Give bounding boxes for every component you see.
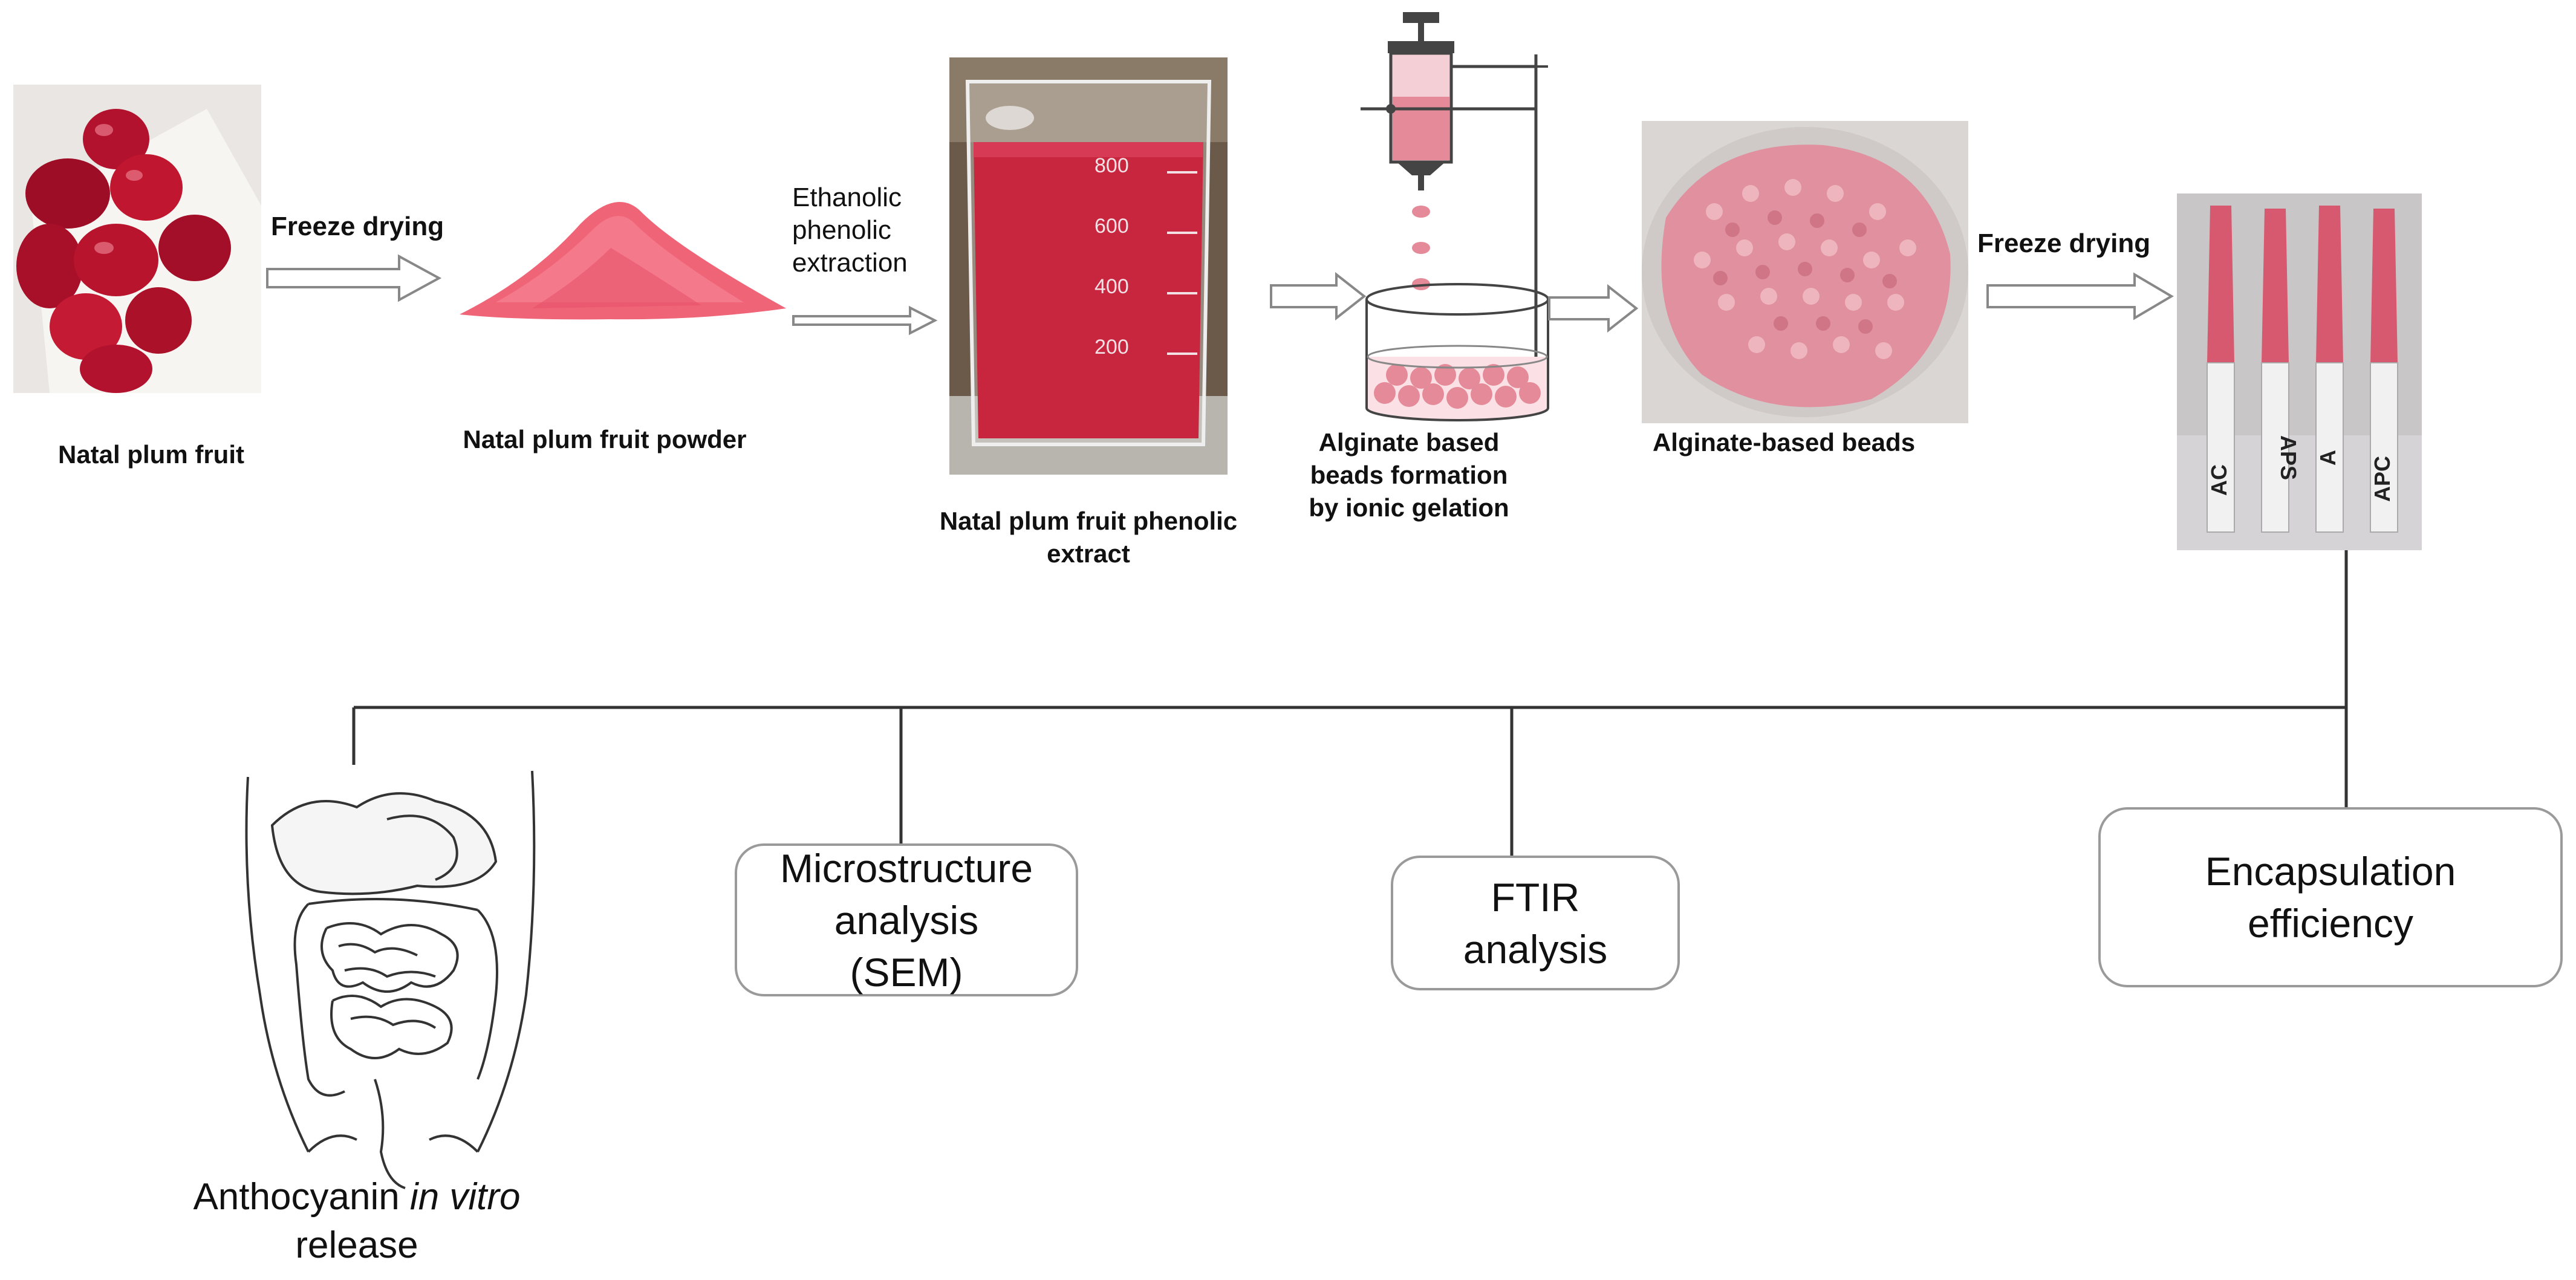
ethanolic-extraction-label: Ethanolic phenolic extraction: [792, 183, 908, 278]
arrow-gelation-to-beads: [1548, 284, 1639, 333]
arrow-beads-to-tubes: [1986, 272, 2174, 320]
anthocyanin-release-label: Anthocyanin in vitro release: [169, 1173, 544, 1270]
encapsulation-efficiency-box: Encapsulation efficiency: [2098, 807, 2563, 987]
tube-label-aps: APS: [2276, 435, 2301, 480]
ftir-analysis-label: FTIR analysis: [1463, 874, 1608, 972]
fruit-powder-image: [460, 202, 786, 320]
beaker-tick-400: 400: [1094, 275, 1129, 298]
microstructure-analysis-box: Microstructure analysis (SEM): [735, 843, 1078, 996]
tube-label-a: A: [2315, 450, 2340, 466]
beaker-tick-200: 200: [1094, 336, 1129, 359]
freeze-drying-label-2: Freeze drying: [1977, 229, 2151, 258]
beaker-tick-600: 600: [1094, 215, 1129, 238]
step-label-gelation: Alginate based beads formation by ionic …: [1309, 428, 1509, 522]
ionic-gelation-apparatus-image: [1361, 12, 1549, 421]
step-label-extract: Natal plum fruit phenolic extract: [939, 507, 1238, 568]
tube-label-ac: AC: [2207, 464, 2231, 496]
freeze-dried-tubes-image: AC APS A APC: [2177, 193, 2422, 550]
anthocyanin-release-italic: in vitro: [409, 1176, 521, 1218]
beaker-tick-800: 800: [1094, 154, 1129, 177]
digestive-system-illustration: [245, 770, 536, 1189]
arrow-fruit-to-powder: [266, 254, 442, 302]
anthocyanin-release-prefix: Anthocyanin: [193, 1176, 410, 1218]
microstructure-analysis-label: Microstructure analysis (SEM): [779, 845, 1033, 995]
alginate-beads-image: [1642, 121, 1968, 423]
step-label-powder: Natal plum fruit powder: [463, 425, 747, 453]
arrow-extract-to-gelation: [1270, 271, 1367, 321]
step-label-beads: Alginate-based beads: [1652, 428, 1916, 456]
step-label-fruit: Natal plum fruit: [57, 440, 244, 469]
tube-label-apc: APC: [2370, 456, 2395, 502]
freeze-drying-label-1: Freeze drying: [271, 212, 444, 241]
phenolic-extract-beaker-image: 800 600 400 200: [949, 57, 1228, 475]
ftir-analysis-box: FTIR analysis: [1391, 856, 1680, 990]
anthocyanin-release-suffix: release: [295, 1224, 418, 1266]
encapsulation-efficiency-label: Encapsulation efficiency: [2205, 849, 2456, 946]
natal-plum-fruit-image: [13, 85, 261, 393]
arrow-powder-to-extract: [792, 305, 938, 336]
